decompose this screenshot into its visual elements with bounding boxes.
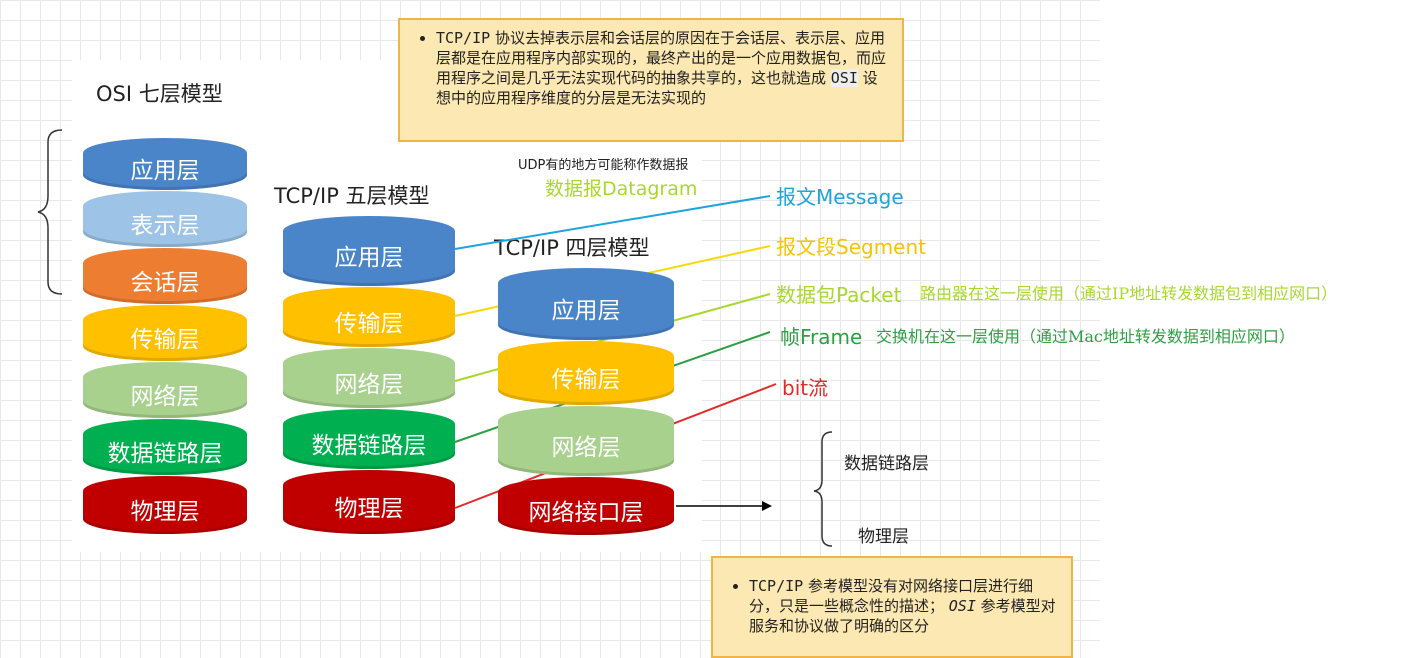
osi-layer-physical: 物理层 <box>83 476 247 534</box>
udp-note: UDP有的地方可能称作数据报 <box>518 158 689 173</box>
frame-label: 帧Frame <box>780 325 863 349</box>
interface-split-datalink: 数据链路层 <box>844 454 929 474</box>
osi-layer-network: 网络层 <box>83 362 247 418</box>
tcp5-layer-transport: 传输层 <box>283 287 455 347</box>
bottom-note-body: 参考模型没有对网络接口层进行细分，只是一些概念性的描述； <box>749 577 1033 615</box>
frame-note: 交换机在这一层使用（通过Mac地址转发数据到相应网口） <box>876 327 1295 346</box>
tcp5-layer-physical: 物理层 <box>283 470 455 534</box>
top-note: TCP/IP 协议去掉表示层和会话层的原因在于会话层、表示层、应用层都是在应用程… <box>398 18 904 142</box>
bottom-note-tcpip: TCP/IP <box>749 577 804 595</box>
tcp4-layer-transport: 传输层 <box>498 341 674 405</box>
interface-brace <box>813 431 833 547</box>
osi-layer-transport: 传输层 <box>83 305 247 361</box>
datagram-label: 数据报Datagram <box>545 178 698 200</box>
packet-note: 路由器在这一层使用（通过IP地址转发数据包到相应网口） <box>920 284 1338 303</box>
osi-layer-presentation: 表示层 <box>83 191 247 247</box>
tcp4-title: TCP/IP 四层模型 <box>494 236 650 260</box>
top-note-body: 协议去掉表示层和会话层的原因在于会话层、表示层、应用层都是在应用程序内部实现的，… <box>436 29 887 87</box>
bottom-note: TCP/IP 参考模型没有对网络接口层进行细分，只是一些概念性的描述； OSI … <box>711 556 1073 658</box>
osi-layer-datalink: 数据链路层 <box>83 419 247 475</box>
packet-label: 数据包Packet <box>776 283 902 307</box>
tcp5-layer-datalink: 数据链路层 <box>283 409 455 469</box>
tcp5-layer-network: 网络层 <box>283 348 455 408</box>
osi-title: OSI 七层模型 <box>96 82 223 106</box>
bottom-note-text: TCP/IP 参考模型没有对网络接口层进行细分，只是一些概念性的描述； OSI … <box>749 576 1061 636</box>
tcp4-layer-interface: 网络接口层 <box>498 477 674 535</box>
tcp5-layer-application: 应用层 <box>283 216 455 286</box>
osi-layer-session: 会话层 <box>83 248 247 304</box>
bottom-note-osi: OSI <box>948 597 976 615</box>
top-note-tail: 设想中的应用程序维度的分层是无法实现的 <box>436 69 878 107</box>
top-note-tcpip: TCP/IP <box>436 29 491 47</box>
top-note-osi: OSI <box>830 69 858 87</box>
message-line <box>454 195 771 250</box>
interface-arrow <box>676 501 772 511</box>
osi-brace <box>37 129 63 295</box>
tcp5-title: TCP/IP 五层模型 <box>274 184 430 208</box>
bits-label: bit流 <box>782 376 829 400</box>
osi-layer-application: 应用层 <box>83 138 247 190</box>
top-note-text: TCP/IP 协议去掉表示层和会话层的原因在于会话层、表示层、应用层都是在应用程… <box>436 28 890 108</box>
tcp4-layer-network: 网络层 <box>498 406 674 476</box>
segment-label: 报文段Segment <box>776 235 926 259</box>
bottom-note-tail: 参考模型对服务和协议做了明确的区分 <box>749 597 1056 635</box>
message-label: 报文Message <box>776 185 904 209</box>
tcp4-layer-application: 应用层 <box>498 268 674 340</box>
interface-split-physical: 物理层 <box>858 527 909 547</box>
